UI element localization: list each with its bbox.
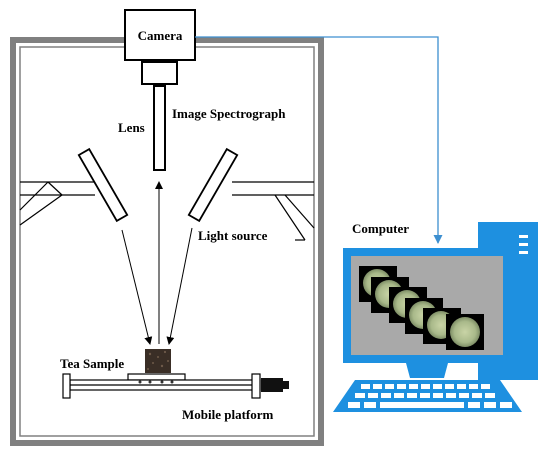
- lens-label: Lens: [118, 120, 145, 135]
- stepper-motor: [261, 378, 289, 392]
- mobile-platform: [62, 373, 261, 399]
- platform-tray: [127, 373, 186, 381]
- monitor-stand: [406, 363, 448, 378]
- mobile-platform-label: Mobile platform: [182, 407, 274, 422]
- tea-sample-texture: [147, 350, 169, 370]
- camera-mount: [141, 61, 178, 85]
- light-source-label: Light source: [198, 228, 268, 243]
- spectrograph-label: Image Spectrograph: [172, 106, 286, 121]
- screen-image: [446, 314, 484, 350]
- light-source-left: [77, 147, 129, 223]
- camera-label: Camera: [138, 28, 183, 43]
- lens-tube: [153, 85, 166, 171]
- light-paths: [121, 181, 193, 345]
- light-path-left: [121, 229, 153, 345]
- tea-sample-label: Tea Sample: [60, 356, 124, 371]
- computer-label: Computer: [352, 221, 409, 236]
- tower-slot-3: [519, 251, 528, 254]
- light-path-right: [166, 227, 193, 345]
- camera-computer-connector: [195, 36, 443, 244]
- right-bracket: [232, 181, 315, 241]
- tower-slot-2: [519, 243, 528, 246]
- platform-left-stop: [62, 373, 71, 399]
- tea-sample: [145, 349, 171, 373]
- keyboard: [333, 380, 522, 412]
- light-source-right: [187, 147, 239, 223]
- platform-right-stop: [251, 373, 261, 399]
- camera: Camera: [124, 9, 196, 61]
- tower-slot-1: [519, 235, 528, 238]
- screen-image-stack: [359, 266, 484, 350]
- keyboard-keys: [348, 384, 512, 408]
- left-bracket: [19, 181, 95, 226]
- platform-feet: [138, 380, 174, 384]
